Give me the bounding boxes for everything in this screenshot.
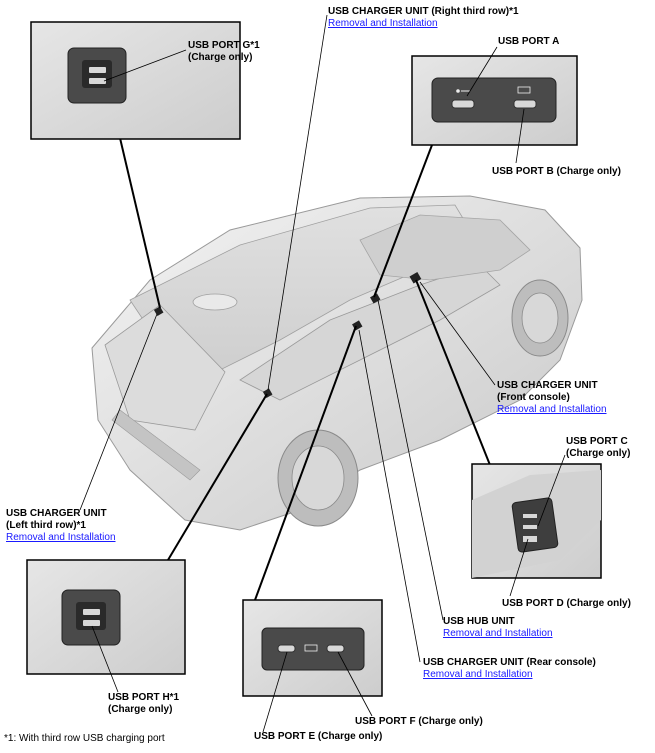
label-left-third-row: USB CHARGER UNIT (Left third row)*1 Remo… [6, 508, 116, 544]
port-b-title: USB PORT B (Charge only) [492, 166, 621, 177]
label-port-f: USB PORT F (Charge only) [355, 716, 483, 728]
port-d-title: USB PORT D (Charge only) [502, 598, 631, 609]
port-h-sub: (Charge only) [108, 704, 173, 715]
label-port-e: USB PORT E (Charge only) [254, 731, 382, 743]
footnote: *1: With third row USB charging port [4, 733, 165, 744]
label-hub-unit: USB HUB UNIT Removal and Installation [443, 616, 553, 640]
label-port-a: USB PORT A [498, 36, 559, 48]
port-c-title: USB PORT C [566, 436, 628, 447]
label-port-g: USB PORT G*1 (Charge only) [188, 40, 260, 64]
vehicle-illustration [91, 195, 583, 531]
label-port-d: USB PORT D (Charge only) [502, 598, 631, 610]
leader-lines [79, 14, 496, 663]
right-third-row-title: USB CHARGER UNIT (Right third row)*1 [328, 6, 519, 17]
port-g-title: USB PORT G*1 [188, 40, 260, 51]
label-right-third-row: USB CHARGER UNIT (Right third row)*1 Rem… [328, 6, 519, 30]
front-console-sub: (Front console) [497, 392, 570, 403]
rear-console-link[interactable]: Removal and Installation [423, 669, 533, 680]
port-g-sub: (Charge only) [188, 52, 253, 63]
inset-port-h [26, 559, 186, 693]
port-e-title: USB PORT E (Charge only) [254, 731, 383, 742]
rear-console-title: USB CHARGER UNIT (Rear console) [423, 657, 596, 668]
label-rear-console: USB CHARGER UNIT (Rear console) Removal … [423, 657, 596, 681]
right-third-row-link[interactable]: Removal and Installation [328, 18, 438, 29]
inset-port-ab [411, 46, 578, 164]
inset-port-g [30, 21, 241, 140]
port-f-title: USB PORT F (Charge only) [355, 716, 483, 727]
left-third-row-title: USB CHARGER UNIT [6, 508, 107, 519]
label-port-h: USB PORT H*1 (Charge only) [108, 692, 179, 716]
label-port-c: USB PORT C (Charge only) [566, 436, 630, 460]
label-port-b: USB PORT B (Charge only) [492, 166, 621, 178]
inset-port-cd [471, 454, 602, 597]
port-a-title: USB PORT A [498, 36, 560, 47]
left-third-row-link[interactable]: Removal and Installation [6, 532, 116, 543]
callout-lines [119, 137, 491, 601]
port-h-title: USB PORT H*1 [108, 692, 180, 703]
hub-unit-title: USB HUB UNIT [443, 616, 515, 627]
port-c-sub: (Charge only) [566, 448, 631, 459]
front-console-link[interactable]: Removal and Installation [497, 404, 607, 415]
inset-port-ef [242, 599, 383, 733]
front-console-title: USB CHARGER UNIT [497, 380, 598, 391]
left-third-row-sub: (Left third row)*1 [6, 520, 86, 531]
hub-unit-link[interactable]: Removal and Installation [443, 628, 553, 639]
label-front-console: USB CHARGER UNIT (Front console) Removal… [497, 380, 607, 416]
